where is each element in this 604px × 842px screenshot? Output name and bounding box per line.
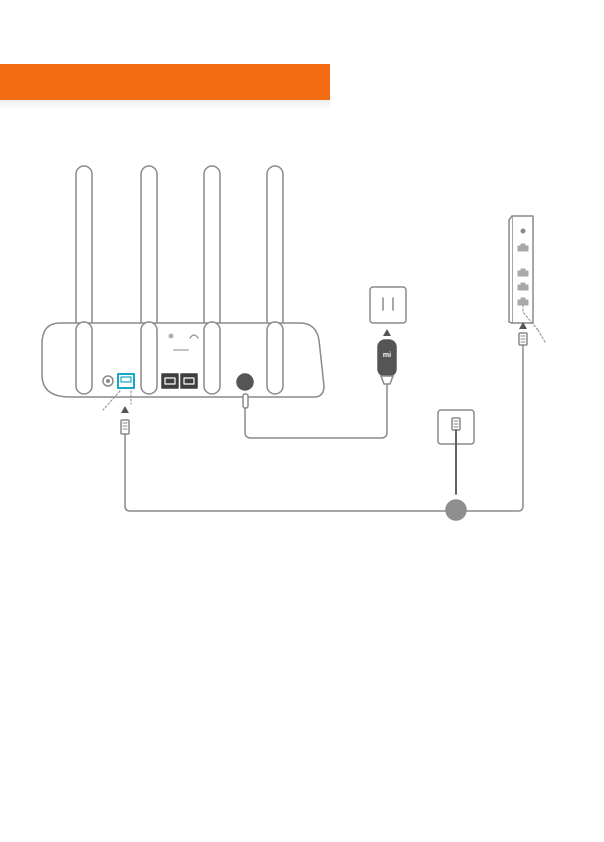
adapter-logo: mi (383, 352, 391, 359)
ethernet-wall-jack-icon (438, 410, 474, 494)
router-power-socket (237, 374, 253, 390)
wan-arrow (121, 406, 129, 413)
wan-ethernet-cable (103, 391, 446, 511)
adapter-arrow (383, 329, 391, 336)
power-adapter-plug-icon: mi (378, 329, 396, 384)
cable-junction (446, 500, 466, 520)
router-status-led (169, 334, 174, 339)
power-outlet-icon (370, 287, 406, 323)
modem-led (521, 229, 526, 234)
router-icon (42, 322, 324, 397)
modem-device (509, 216, 545, 342)
modem-ethernet-cable (466, 333, 527, 511)
